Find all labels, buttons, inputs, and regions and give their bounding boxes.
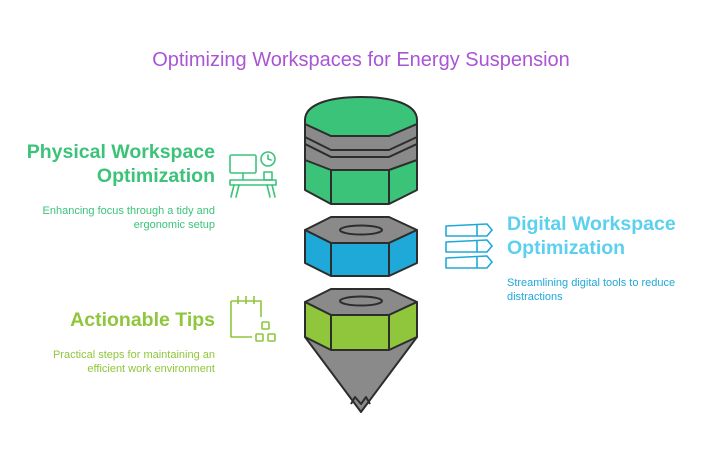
stacked-layers-icon: [445, 223, 493, 269]
actionable-tips-description: Practical steps for maintaining an effic…: [52, 349, 215, 375]
physical-workspace-description: Enhancing focus through a tidy and ergon…: [42, 205, 215, 231]
digital-workspace-title: Digital Workspace Optimization: [507, 213, 676, 259]
pencil-eraser-segment: [304, 96, 418, 205]
pencil-middle-segment: [304, 216, 418, 277]
diagram-title: Optimizing Workspaces for Energy Suspens…: [152, 49, 570, 71]
digital-workspace-description: Streamlining digital tools to reduce dis…: [507, 277, 676, 303]
calendar-checklist-icon: [230, 296, 276, 342]
physical-workspace-title: Physical Workspace Optimization: [26, 141, 215, 187]
desk-computer-icon: [229, 151, 277, 198]
actionable-tips-title: Actionable Tips: [70, 309, 215, 331]
pencil-tip-segment: [304, 288, 418, 413]
